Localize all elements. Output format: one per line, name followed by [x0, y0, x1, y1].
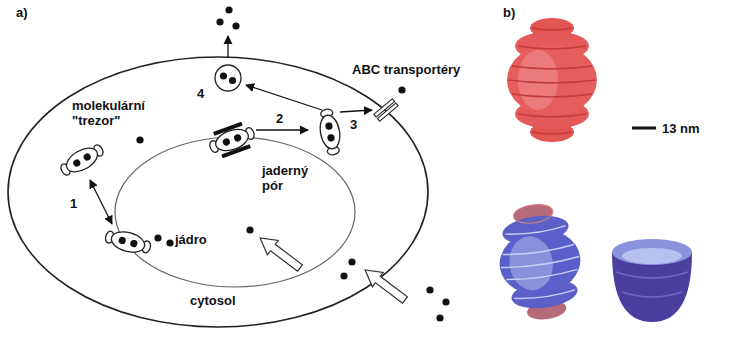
- illustration-ellipse: [612, 239, 692, 265]
- illustration-g: [206, 121, 257, 159]
- scale-label: 13 nm: [662, 121, 700, 136]
- illustration-ellipse: [622, 248, 682, 264]
- illustration-path: [496, 224, 584, 302]
- node-label: cytosol: [190, 293, 236, 308]
- illustration-path: [508, 28, 596, 134]
- pore-label: jaderný pór: [262, 163, 324, 193]
- illustration-line: [632, 127, 656, 130]
- panel-letter: a): [16, 5, 28, 20]
- illustration-ellipse: [507, 44, 597, 116]
- nucleus-outline: [115, 137, 355, 287]
- callout-number: 2: [276, 111, 283, 126]
- illustration-ellipse: [512, 202, 554, 225]
- illustration-g: [374, 99, 398, 121]
- cell-membrane-ellipse: [8, 57, 428, 327]
- illustration-use: [215, 65, 241, 91]
- callout-number: 1: [70, 196, 77, 211]
- illustration-use: [360, 263, 411, 307]
- illustration-circle: [442, 298, 449, 305]
- illustration-g: [507, 18, 597, 142]
- cell-membrane: cytosol jádro: [8, 57, 428, 327]
- callout-number: 3: [350, 117, 357, 132]
- node-label: jádro: [175, 232, 207, 247]
- illustration-circle: [398, 86, 405, 93]
- illustration-circle: [232, 22, 239, 29]
- illustration-path: [214, 124, 250, 157]
- vault-label: molekulární "trezor": [72, 98, 164, 128]
- illustration-circle: [426, 286, 433, 293]
- illustration-ellipse: [495, 224, 584, 299]
- callout-number: 4: [197, 86, 204, 101]
- illustration-use: [207, 123, 257, 157]
- illustration-circle: [154, 234, 161, 241]
- transporter-label: ABC transportéry: [352, 62, 460, 77]
- illustration-g: [612, 239, 692, 322]
- illustration-circle: [436, 314, 443, 321]
- panel-letter: b): [503, 5, 515, 20]
- illustration-line: [340, 110, 372, 112]
- illustration-use: [57, 140, 106, 179]
- illustration-path: [616, 272, 688, 297]
- illustration-circle: [348, 258, 355, 265]
- illustration-use: [103, 227, 152, 257]
- illustration-g: [492, 199, 588, 324]
- illustration-use: [255, 231, 306, 275]
- illustration-line: [246, 85, 322, 110]
- illustration-use: [317, 108, 344, 157]
- illustration-circle: [225, 6, 232, 13]
- illustration-line: [227, 36, 228, 58]
- nucleus: jádro: [115, 137, 355, 287]
- illustration-circle: [340, 272, 347, 279]
- illustration-line: [256, 129, 308, 130]
- nucleus-ellipse: [115, 137, 355, 287]
- illustration-rect: [377, 103, 398, 121]
- illustration-circle: [246, 226, 253, 233]
- illustration-circle: [216, 18, 223, 25]
- illustration-line: [90, 180, 112, 224]
- illustration-ellipse: [518, 50, 558, 110]
- illustration-circle: [136, 136, 143, 143]
- illustration-circle: [166, 239, 173, 246]
